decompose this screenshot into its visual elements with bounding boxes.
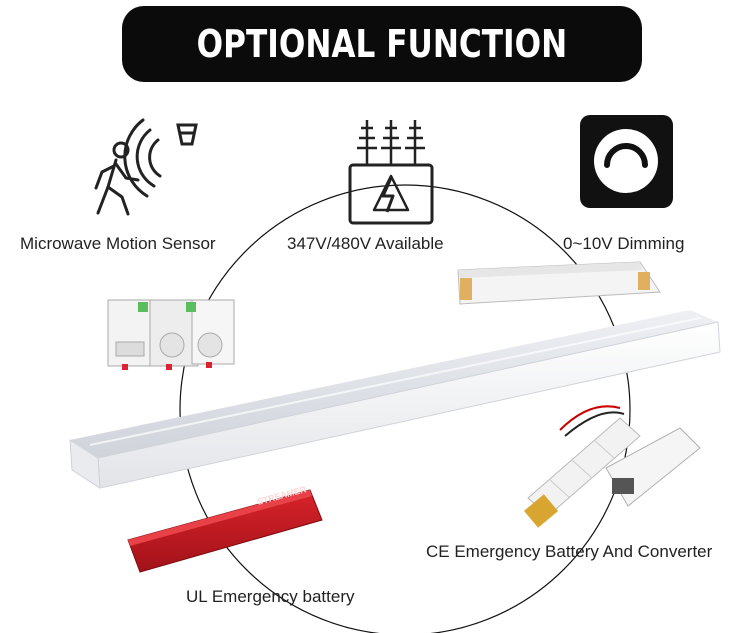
label-voltage: 347V/480V Available bbox=[287, 234, 444, 253]
transformer-icon bbox=[348, 120, 434, 225]
label-ce-emergency: CE Emergency Battery And Converter bbox=[426, 542, 713, 561]
title-banner: OPTIONAL FUNCTION bbox=[122, 6, 642, 82]
walking-person-icon bbox=[94, 141, 140, 216]
connector-circle bbox=[179, 184, 631, 633]
motion-sensor-image bbox=[107, 299, 235, 370]
page-title: OPTIONAL FUNCTION bbox=[196, 22, 568, 66]
dimmer-knob-icon bbox=[580, 115, 673, 208]
microwave-wave-icon bbox=[123, 118, 198, 198]
ce-emergency-battery-image bbox=[523, 405, 701, 528]
label-ul-emergency: UL Emergency battery bbox=[186, 587, 355, 606]
ul-emergency-battery-image: STREAMER bbox=[127, 484, 323, 573]
led-batten-fixture bbox=[69, 310, 721, 489]
dimming-driver-image bbox=[457, 261, 661, 305]
label-motion-sensor: Microwave Motion Sensor bbox=[20, 234, 216, 253]
label-dimming: 0~10V Dimming bbox=[563, 234, 685, 253]
